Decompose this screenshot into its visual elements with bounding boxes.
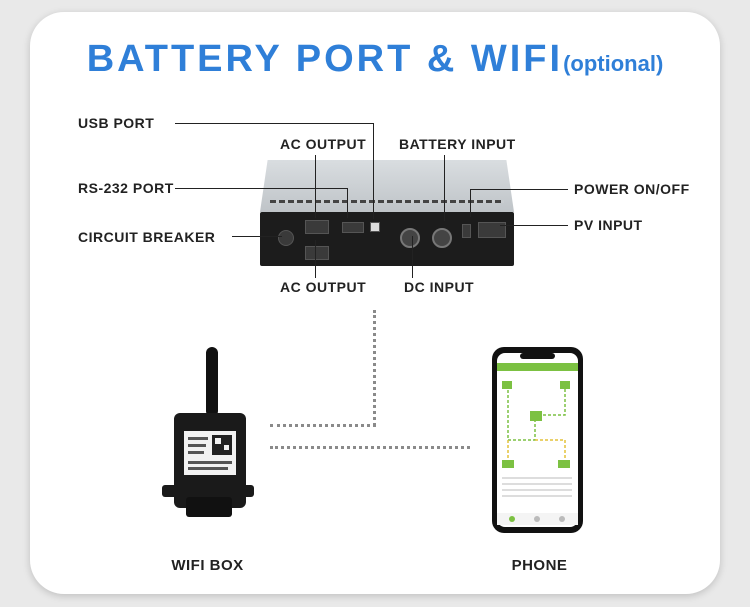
inverter-top-panel	[260, 160, 514, 212]
label-battery-input: BATTERY INPUT	[399, 136, 516, 152]
ac-output-socket-lower	[305, 246, 329, 260]
leader-dc	[412, 236, 413, 278]
label-ac-output-bottom: AC OUTPUT	[280, 279, 367, 295]
usb-port	[370, 222, 380, 232]
pv-input-socket	[478, 222, 506, 238]
label-circuit-breaker: CIRCUIT BREAKER	[78, 229, 216, 245]
vent-strip	[270, 200, 504, 203]
dc-input-terminal	[400, 228, 420, 248]
content-card	[30, 12, 720, 594]
leader-breaker	[232, 236, 282, 237]
leader-rs232-down	[347, 188, 348, 218]
label-usb-port: USB PORT	[78, 115, 155, 131]
label-dc-input: DC INPUT	[404, 279, 475, 295]
leader-battery	[444, 155, 445, 221]
label-rs232-port: RS-232 PORT	[78, 180, 174, 196]
leader-power	[470, 189, 568, 190]
label-ac-output-top: AC OUTPUT	[280, 136, 367, 152]
inverter-front-panel	[260, 212, 514, 266]
title-main: BATTERY PORT & WIFI	[86, 38, 564, 80]
connection-line-vertical	[373, 310, 376, 426]
leader-rs232	[175, 188, 347, 189]
battery-input-terminal	[432, 228, 452, 248]
rs232-port	[342, 222, 364, 233]
circuit-breaker-knob	[278, 230, 294, 246]
leader-usb-down	[373, 123, 374, 219]
ac-output-socket	[305, 220, 329, 234]
page-title: BATTERY PORT & WIFI(optional)	[0, 38, 750, 81]
leader-pv	[500, 225, 568, 226]
connection-line-phone	[270, 446, 470, 449]
leader-power-down	[470, 189, 471, 217]
leader-usb	[175, 123, 373, 124]
power-switch	[462, 224, 471, 238]
inverter-device	[260, 160, 514, 270]
wifi-box-image	[162, 347, 254, 517]
caption-wifi-box: WIFI BOX	[171, 557, 244, 574]
caption-phone: PHONE	[511, 557, 568, 574]
connection-line-wifi	[270, 424, 376, 427]
title-suffix: (optional)	[563, 51, 664, 76]
label-power-onoff: POWER ON/OFF	[574, 181, 690, 197]
leader-ac-top	[315, 155, 316, 218]
phone-image	[492, 347, 583, 533]
label-pv-input: PV INPUT	[574, 217, 643, 233]
leader-ac-bottom	[315, 240, 316, 278]
